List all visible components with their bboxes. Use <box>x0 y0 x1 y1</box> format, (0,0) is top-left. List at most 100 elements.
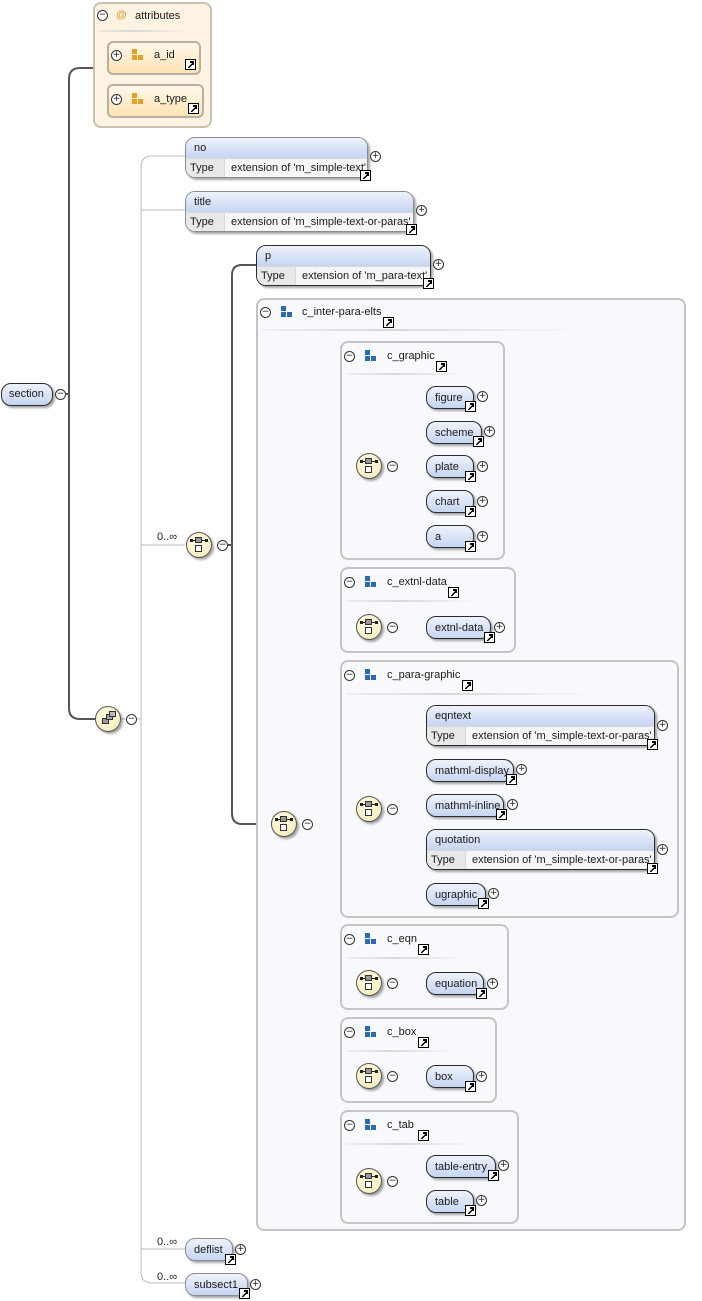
element-equation[interactable]: equation <box>426 972 484 995</box>
link-icon[interactable] <box>478 898 489 909</box>
collapse-toggle[interactable]: − <box>344 934 355 945</box>
collapse-toggle[interactable]: − <box>126 714 137 725</box>
collapse-toggle[interactable]: − <box>344 1120 355 1131</box>
expand-toggle[interactable]: + <box>416 205 427 216</box>
link-icon[interactable] <box>360 170 371 181</box>
expand-toggle[interactable]: + <box>507 799 518 810</box>
element-deflist[interactable]: deflist <box>185 1238 233 1261</box>
element-mathml-display[interactable]: mathml-display <box>426 759 514 782</box>
element-figure[interactable]: figure <box>426 386 474 409</box>
choice-compositor-icon[interactable] <box>356 1168 382 1194</box>
link-icon[interactable] <box>465 1205 476 1216</box>
expand-toggle[interactable]: + <box>111 94 122 105</box>
link-icon[interactable] <box>436 361 447 372</box>
link-icon[interactable] <box>383 317 394 328</box>
sequence-compositor-icon[interactable] <box>271 811 297 837</box>
link-icon[interactable] <box>406 224 417 235</box>
element-table[interactable]: table <box>426 1190 474 1213</box>
link-icon[interactable] <box>462 680 473 691</box>
expand-toggle[interactable]: + <box>477 461 488 472</box>
expand-toggle[interactable]: + <box>657 844 668 855</box>
expand-toggle[interactable]: + <box>476 1195 487 1206</box>
choice-compositor-icon[interactable] <box>356 453 382 479</box>
expand-toggle[interactable]: + <box>433 259 444 270</box>
sequence-compositor-icon[interactable] <box>356 970 382 996</box>
link-icon[interactable] <box>423 278 434 289</box>
expand-toggle[interactable]: + <box>235 1244 246 1255</box>
collapse-toggle[interactable]: − <box>387 622 398 633</box>
collapse-toggle[interactable]: − <box>302 819 313 830</box>
collapse-toggle[interactable]: − <box>387 978 398 989</box>
attribute-a-type[interactable] <box>107 84 204 118</box>
link-icon[interactable] <box>418 944 429 955</box>
expand-toggle[interactable]: + <box>484 426 495 437</box>
element-subsect1[interactable]: subsect1 <box>185 1273 248 1296</box>
link-icon[interactable] <box>465 471 476 482</box>
element-scheme[interactable]: scheme <box>426 421 482 444</box>
collapse-toggle[interactable]: − <box>344 1027 355 1038</box>
element-ugraphic[interactable]: ugraphic <box>426 883 486 906</box>
expand-toggle[interactable]: + <box>111 50 122 61</box>
element-table-entry[interactable]: table-entry <box>426 1155 496 1178</box>
collapse-toggle[interactable]: − <box>217 540 228 551</box>
link-icon[interactable] <box>418 1037 429 1048</box>
all-compositor-icon[interactable] <box>95 706 121 732</box>
element-section[interactable]: section <box>1 383 53 406</box>
link-icon[interactable] <box>473 436 484 447</box>
link-icon[interactable] <box>506 774 517 785</box>
collapse-toggle[interactable]: − <box>97 10 108 21</box>
expand-toggle[interactable]: + <box>494 622 505 633</box>
link-icon[interactable] <box>476 988 487 999</box>
link-icon[interactable] <box>647 739 658 750</box>
link-icon[interactable] <box>239 1288 250 1299</box>
sequence-compositor-icon[interactable] <box>356 1063 382 1089</box>
expand-toggle[interactable]: + <box>370 151 381 162</box>
link-icon[interactable] <box>647 863 658 874</box>
link-icon[interactable] <box>418 1130 429 1141</box>
expand-toggle[interactable]: + <box>477 531 488 542</box>
expand-toggle[interactable]: + <box>477 496 488 507</box>
element-extnl-data[interactable]: extnl-data <box>426 616 491 639</box>
expand-toggle[interactable]: + <box>250 1279 261 1290</box>
collapse-toggle[interactable]: − <box>387 1176 398 1187</box>
expand-toggle[interactable]: + <box>516 764 527 775</box>
element-box[interactable]: box <box>426 1065 474 1088</box>
link-icon[interactable] <box>465 541 476 552</box>
link-icon[interactable] <box>496 809 507 820</box>
expand-toggle[interactable]: + <box>487 978 498 989</box>
expand-toggle[interactable]: + <box>488 888 499 899</box>
collapse-toggle[interactable]: − <box>344 351 355 362</box>
element-chart[interactable]: chart <box>426 490 474 513</box>
element-a[interactable]: a <box>426 525 474 548</box>
link-icon[interactable] <box>465 506 476 517</box>
link-icon[interactable] <box>484 632 495 643</box>
sequence-compositor-icon[interactable] <box>356 614 382 640</box>
sequence-compositor-icon[interactable] <box>186 532 212 558</box>
element-plate[interactable]: plate <box>426 455 474 478</box>
choice-compositor-icon[interactable] <box>356 796 382 822</box>
element-mathml-inline[interactable]: mathml-inline <box>426 794 504 817</box>
link-icon[interactable] <box>465 1081 476 1092</box>
expand-toggle[interactable]: + <box>657 720 668 731</box>
link-icon[interactable] <box>185 59 196 70</box>
collapse-toggle[interactable]: − <box>387 461 398 472</box>
collapse-toggle[interactable]: − <box>387 804 398 815</box>
link-icon[interactable] <box>465 401 476 412</box>
link-icon[interactable] <box>225 1254 236 1265</box>
collapse-toggle[interactable]: − <box>387 1071 398 1082</box>
link-icon[interactable] <box>488 1170 499 1181</box>
link-icon[interactable] <box>188 103 199 114</box>
collapse-toggle[interactable]: − <box>260 307 271 318</box>
link-icon[interactable] <box>448 587 459 598</box>
collapse-toggle[interactable]: − <box>344 670 355 681</box>
expand-toggle[interactable]: + <box>498 1160 509 1171</box>
collapse-toggle[interactable]: − <box>55 389 66 400</box>
expand-toggle[interactable]: + <box>477 391 488 402</box>
expand-toggle[interactable]: + <box>476 1071 487 1082</box>
collapse-toggle[interactable]: − <box>344 577 355 588</box>
